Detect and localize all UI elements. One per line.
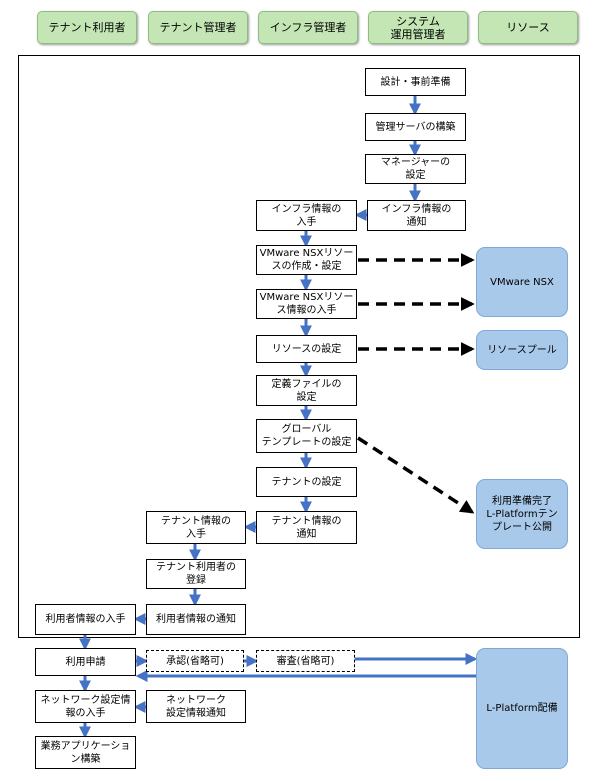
resource-lplatform-template: 利用準備完了 L-Platformテン プレート公開 [476, 479, 568, 549]
resource-pool: リソースプール [476, 330, 568, 370]
step-review: 審査(省略可) [256, 650, 355, 672]
step-tenant-user-register: テナント利用者の 登録 [146, 559, 246, 589]
resource-vmware-nsx: VMware NSX [476, 247, 568, 317]
header-resource: リソース [478, 11, 578, 44]
step-network-info-notify: ネットワーク 設定情報通知 [146, 690, 246, 723]
step-business-app: 業務アプリケーショ ン構築 [35, 736, 136, 769]
step-infra-info-get: インフラ情報の 入手 [256, 200, 357, 231]
step-manager-settings: マネージャーの 設定 [365, 154, 466, 184]
step-tenant-settings: テナントの設定 [256, 467, 357, 497]
header-tenant-user: テナント利用者 [37, 11, 137, 44]
step-user-info-notify: 利用者情報の通知 [146, 604, 246, 635]
step-nsx-info: VMware NSXリソー ス情報の入手 [256, 289, 357, 319]
step-network-info-get: ネットワーク設定情 報の入手 [35, 690, 136, 723]
header-system-operator: システム 運用管理者 [368, 11, 468, 44]
step-tenant-info-get: テナント情報の 入手 [146, 511, 246, 544]
header-infra-admin: インフラ管理者 [258, 11, 358, 44]
step-use-request: 利用申請 [35, 648, 136, 676]
header-tenant-admin: テナント管理者 [148, 11, 248, 44]
step-global-template: グローバル テンプレートの設定 [256, 419, 357, 453]
step-nsx-create: VMware NSXリソー スの作成・設定 [256, 245, 357, 275]
setup-phase-frame [18, 55, 580, 638]
resource-lplatform-deploy: L-Platform配備 [476, 648, 568, 769]
step-resource-settings: リソースの設定 [256, 335, 357, 363]
step-manager-server: 管理サーバの構築 [365, 113, 466, 141]
step-approval: 承認(省略可) [146, 650, 244, 672]
step-def-file: 定義ファイルの 設定 [256, 375, 357, 406]
step-tenant-info-notify: テナント情報の 通知 [256, 511, 357, 544]
step-design: 設計・事前準備 [365, 68, 466, 96]
step-infra-info-notify: インフラ情報の 通知 [367, 200, 466, 231]
step-user-info-get: 利用者情報の入手 [35, 604, 136, 635]
